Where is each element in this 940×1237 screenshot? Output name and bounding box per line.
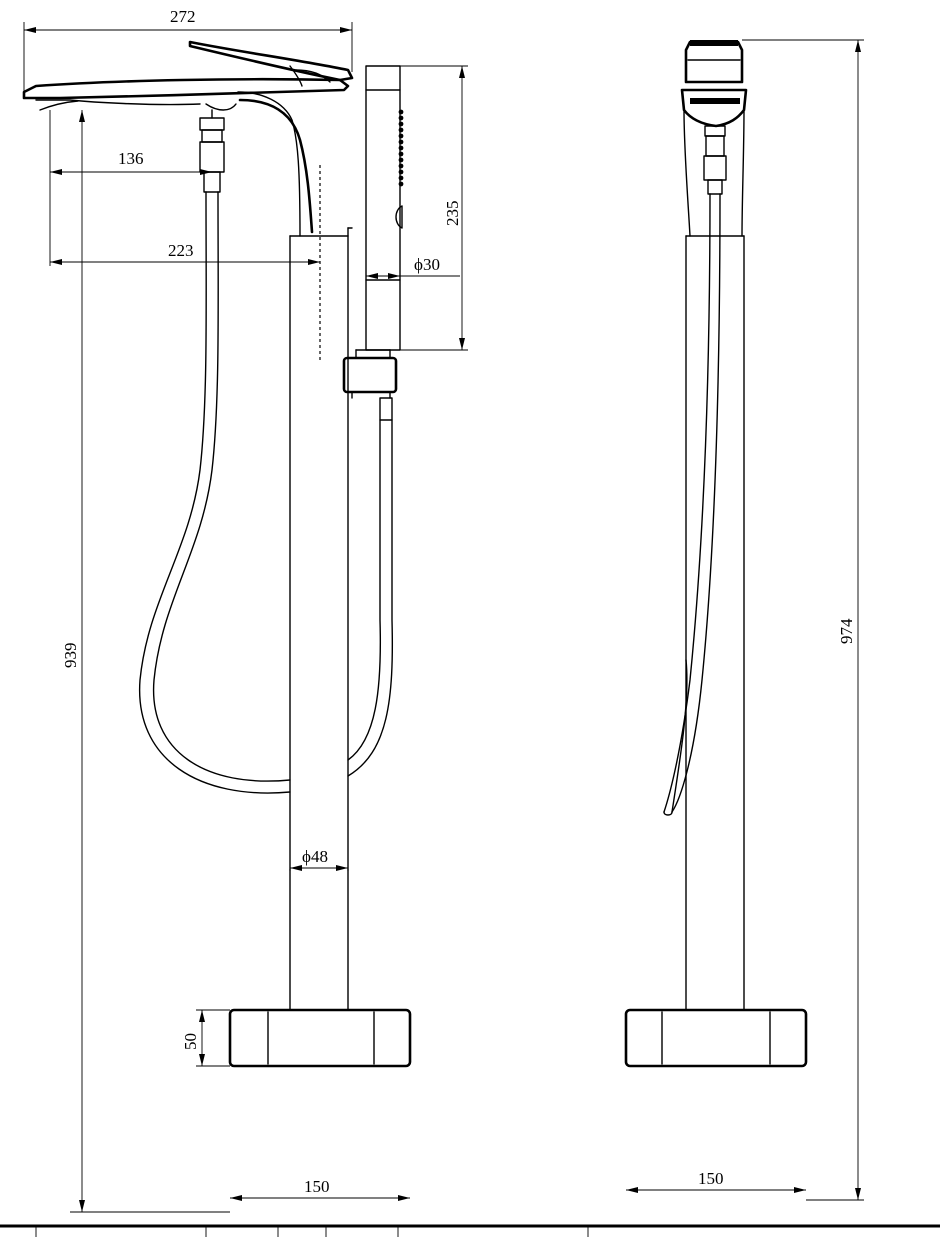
dim-spout-to-hose: 136 — [49, 110, 212, 266]
dim-label-side-overall-height: 974 — [837, 618, 856, 644]
side-base — [624, 1008, 808, 1068]
dim-hand-shower-diameter: ϕ30 — [366, 255, 460, 279]
dim-label-hand-shower-length: 235 — [443, 201, 462, 227]
dim-label-base-width-front: 150 — [304, 1177, 330, 1196]
dim-label-hand-shower-diameter: ϕ30 — [414, 255, 440, 274]
dim-label-column-diameter: ϕ48 — [302, 847, 328, 866]
side-view: 974 150 — [624, 39, 864, 1201]
hose — [139, 191, 393, 794]
dim-label-spout-to-hose: 136 — [118, 149, 144, 168]
column — [289, 165, 353, 1011]
front-view: 272 136 223 939 235 ϕ30 — [22, 7, 468, 1213]
lever-handle — [188, 40, 354, 87]
dim-label-base-height: 50 — [181, 1033, 200, 1050]
dim-spout-height: 939 — [61, 110, 230, 1213]
spout — [22, 77, 350, 237]
side-hose-connector — [703, 125, 727, 195]
dim-base-width-side: 150 — [626, 1169, 806, 1193]
dim-label-spout-height: 939 — [61, 643, 80, 669]
base — [228, 1008, 412, 1068]
dim-label-overall-width: 272 — [170, 7, 196, 26]
side-column — [685, 235, 745, 1011]
dim-label-spout-to-column: 223 — [168, 241, 194, 260]
side-lever — [684, 40, 744, 84]
dim-column-diameter: ϕ48 — [290, 847, 348, 871]
dim-label-base-width-side: 150 — [698, 1169, 724, 1188]
shower-nozzles — [398, 109, 404, 187]
side-hose — [663, 193, 721, 816]
dim-overall-width: 272 — [23, 7, 353, 92]
title-block-border — [0, 1224, 940, 1237]
dim-base-height: 50 — [181, 1009, 230, 1067]
dim-spout-to-column: 223 — [50, 241, 320, 265]
side-head — [680, 88, 748, 237]
hand-shower — [342, 65, 404, 399]
dim-side-overall-height: 974 — [742, 39, 864, 1201]
dim-hand-shower-length: 235 — [400, 65, 468, 351]
hose-connector — [199, 109, 225, 193]
dim-base-width-front: 150 — [230, 1177, 410, 1201]
